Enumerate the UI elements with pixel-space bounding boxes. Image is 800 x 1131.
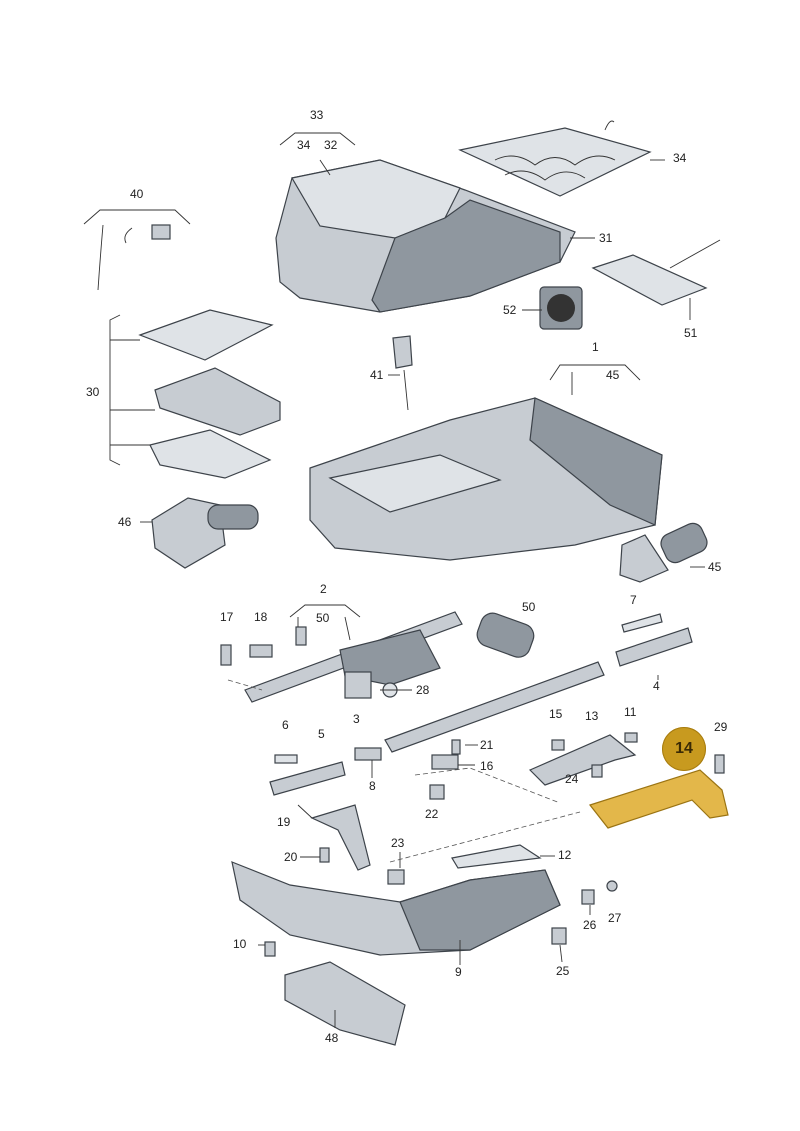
label-50-motor: 50 (522, 600, 536, 614)
support-bracket-part[interactable] (310, 804, 371, 871)
label-52: 52 (503, 303, 517, 317)
side-cover-part[interactable] (231, 861, 561, 956)
switch-panel-part[interactable] (284, 961, 406, 1046)
label-9: 9 (455, 965, 462, 979)
fan-part[interactable] (539, 286, 583, 330)
label-31: 31 (599, 231, 613, 245)
label-34-mat: 34 (673, 151, 687, 165)
label-51: 51 (684, 326, 698, 340)
seat-cushion-part[interactable] (275, 159, 576, 313)
label-32: 32 (324, 138, 338, 152)
heater-mat-part[interactable] (458, 120, 652, 197)
label-5: 5 (318, 727, 325, 741)
bracket-part[interactable] (528, 734, 637, 786)
label-40: 40 (130, 187, 144, 201)
label-25: 25 (556, 964, 570, 978)
leader-lines (83, 132, 705, 1028)
label-15: 15 (549, 707, 563, 721)
label-22: 22 (425, 807, 439, 821)
label-34: 34 (297, 138, 311, 152)
label-27: 27 (608, 911, 622, 925)
label-8: 8 (369, 779, 376, 793)
label-21: 21 (480, 738, 494, 752)
label-10: 10 (233, 937, 247, 951)
highlighted-cover-part[interactable] (588, 769, 729, 829)
motor-part[interactable] (619, 520, 710, 583)
label-6: 6 (282, 718, 289, 732)
cushion-pad-part[interactable] (138, 309, 281, 479)
label-48: 48 (325, 1031, 339, 1045)
trim-clips-part[interactable] (97, 224, 171, 291)
label-3: 3 (353, 712, 360, 726)
highlight-badge-14[interactable]: 14 (662, 727, 706, 771)
rail-trim-part[interactable] (615, 613, 693, 667)
label-16: 16 (480, 759, 494, 773)
front-trim-part[interactable] (269, 754, 346, 796)
label-29: 29 (714, 720, 728, 734)
label-30: 30 (86, 385, 100, 399)
label-18: 18 (254, 610, 268, 624)
label-46: 46 (118, 515, 132, 529)
label-33: 33 (310, 108, 324, 122)
label-17: 17 (220, 610, 234, 624)
sensor-mat-part[interactable] (591, 239, 721, 306)
label-7: 7 (630, 593, 637, 607)
seat-frame-part[interactable] (309, 397, 663, 561)
label-41: 41 (370, 368, 384, 382)
label-26: 26 (583, 918, 597, 932)
label-12: 12 (558, 848, 572, 862)
label-45: 45 (606, 368, 620, 382)
label-50: 50 (316, 611, 330, 625)
label-24: 24 (565, 772, 579, 786)
fasteners-part[interactable] (220, 626, 725, 957)
cover-strip-part[interactable] (451, 844, 542, 869)
label-23: 23 (391, 836, 405, 850)
motor-bracket-part[interactable] (151, 497, 259, 569)
rail-motor-part[interactable] (474, 610, 537, 661)
buckle-part[interactable] (392, 335, 413, 411)
label-1: 1 (592, 340, 599, 354)
label-19: 19 (277, 815, 291, 829)
label-45-motor: 45 (708, 560, 722, 574)
seat-rails-part[interactable] (244, 611, 605, 753)
label-4: 4 (653, 679, 660, 693)
label-13: 13 (585, 709, 599, 723)
label-11: 11 (624, 705, 637, 719)
label-28: 28 (416, 683, 430, 697)
label-2: 2 (320, 582, 327, 596)
label-20: 20 (284, 850, 298, 864)
